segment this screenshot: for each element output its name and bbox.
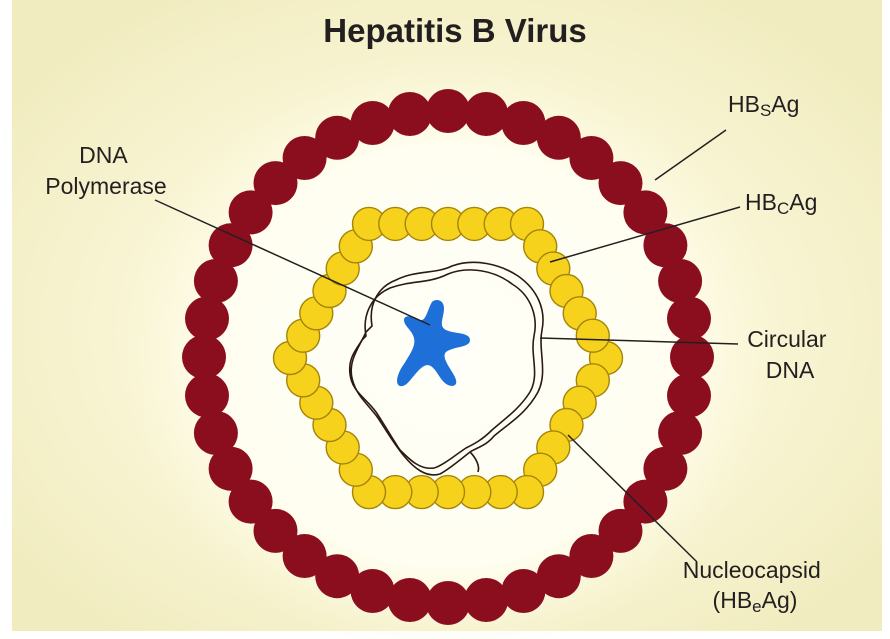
- surface-antigen-sphere: [658, 259, 702, 303]
- surface-antigen-sphere: [667, 297, 711, 341]
- surface-antigen-sphere: [464, 92, 508, 136]
- surface-antigen-sphere: [351, 101, 395, 145]
- surface-antigen-sphere: [185, 374, 229, 418]
- core-antigen-sphere: [576, 319, 609, 352]
- surface-antigen-sphere: [388, 578, 432, 622]
- surface-antigen-sphere: [667, 374, 711, 418]
- surface-antigen-sphere: [501, 569, 545, 613]
- surface-antigen-sphere: [388, 92, 432, 136]
- surface-antigen-sphere: [464, 578, 508, 622]
- surface-antigen-sphere: [426, 89, 470, 133]
- surface-antigen-sphere: [185, 297, 229, 341]
- diagram-title: Hepatitis B Virus: [323, 12, 586, 49]
- surface-antigen-sphere: [194, 411, 238, 455]
- surface-antigen-sphere: [182, 335, 226, 379]
- surface-antigen-sphere: [426, 581, 470, 625]
